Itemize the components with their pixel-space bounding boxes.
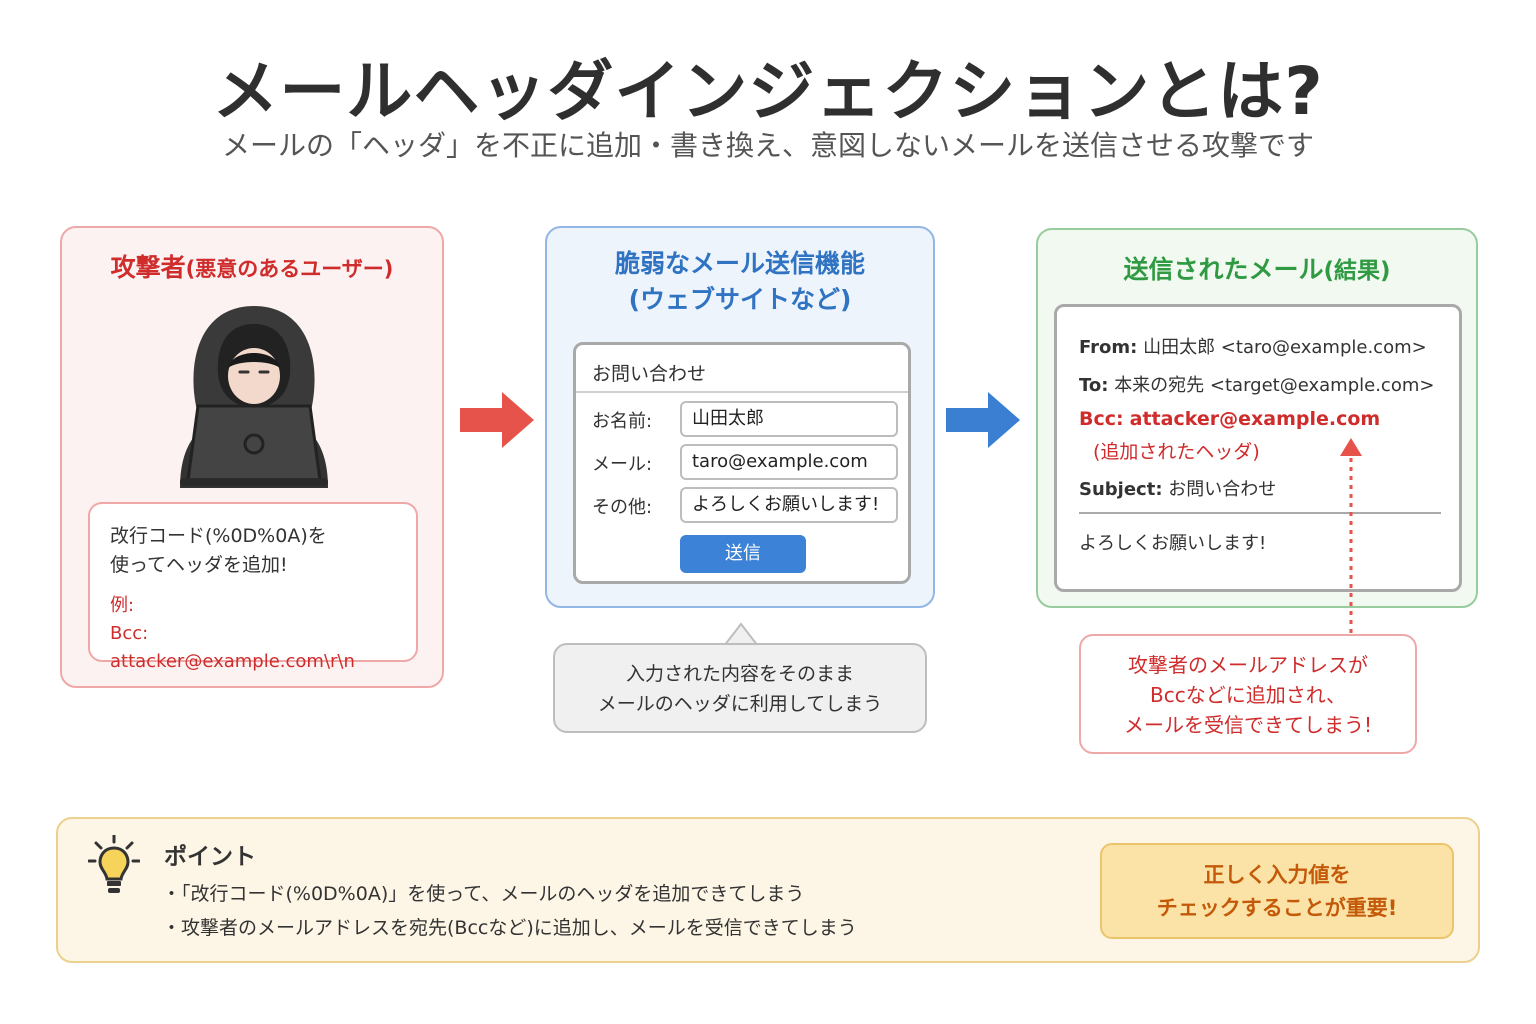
submit-button[interactable]: 送信 [680,535,806,573]
page-title: メールヘッダインジェクションとは? [212,53,1324,130]
point-item-1: ・「改行コード(%0D%0A)」を使って、メールのヘッダを追加できてしまう [162,883,805,905]
bcc-note: (追加されたヘッダ) [1093,441,1260,463]
point-item-2: ・攻撃者のメールアドレスを宛先(Bccなど)に追加し、メールを受信できてしまう [162,917,857,939]
subject-label: Subject: [1079,479,1163,500]
email-from: From: 山田太郎 <taro@example.com> [1079,333,1427,359]
email-to: To: 本来の宛先 <target@example.com> [1079,371,1434,397]
bcc-label: Bcc: [1079,408,1124,430]
point-panel: ポイント ・「改行コード(%0D%0A)」を使って、メールのヘッダを追加できてし… [56,817,1480,963]
subject-value: お問い合わせ [1168,479,1277,500]
arrow-right-icon [460,392,534,448]
result-title: 送信されたメール(結果) [1038,250,1476,286]
attacker-example: 例: Bcc: attacker@example.com\r\n [110,592,396,676]
point-title: ポイント [164,844,256,870]
mail-input[interactable]: taro@example.com [680,444,898,480]
result-title-main: 送信されたメール [1123,255,1324,284]
result-note-line1: 攻撃者のメールアドレスが [1128,653,1368,677]
point-callout: 正しく入力値を チェックすることが重要! [1100,843,1454,939]
to-value: 本来の宛先 <target@example.com> [1114,375,1435,396]
result-note: 攻撃者のメールアドレスが Bccなどに追加され、 メールを受信できてしまう! [1079,634,1417,754]
hacker-icon [180,306,328,488]
callout-line1: 正しく入力値を [1203,863,1351,887]
attacker-title: 攻撃者(悪意のあるユーザー) [62,248,442,284]
name-input[interactable]: 山田太郎 [680,401,898,437]
result-note-line2: Bccなどに追加され、 [1150,683,1346,707]
page-subtitle: メールの「ヘッダ」を不正に追加・書き換え、意図しないメールを送信させる攻撃です [221,129,1314,162]
attacker-note-line2: 使ってヘッダを追加! [110,554,288,576]
from-label: From: [1079,337,1138,358]
lightbulb-icon [88,835,140,893]
attacker-example-value: Bcc: attacker@example.com\r\n [110,623,355,672]
email-subject: Subject: お問い合わせ [1079,475,1276,501]
result-note-line3: メールを受信できてしまう! [1123,713,1373,737]
result-title-sub: (結果) [1323,258,1391,284]
vulnerable-title-line2: (ウェブサイトなど) [628,285,852,314]
result-panel: 送信されたメール(結果) From: 山田太郎 <taro@example.co… [1036,228,1478,608]
form-divider [576,391,908,393]
from-value: 山田太郎 <taro@example.com> [1143,337,1427,358]
bubble-line1: 入力された内容をそのまま [625,663,854,685]
mail-label: メール: [592,454,653,475]
other-label: その他: [592,497,653,518]
attacker-example-label: 例: [110,595,135,616]
vulnerable-title-line1: 脆弱なメール送信機能 [614,249,865,278]
attacker-title-sub: (悪意のあるユーザー) [185,257,394,281]
dotted-arrow-up-icon [1340,438,1362,634]
other-input[interactable]: よろしくお願いします! [680,487,898,523]
email-body: よろしくお願いします! [1079,533,1267,554]
attacker-panel: 攻撃者(悪意のあるユーザー) 改行コード(%0D%0A)を 使ってヘッダを追加!… [60,226,444,688]
vulnerable-title: 脆弱なメール送信機能 (ウェブサイトなど) [547,246,933,318]
attacker-note: 改行コード(%0D%0A)を 使ってヘッダを追加! 例: Bcc: attack… [88,502,418,672]
vulnerable-panel: 脆弱なメール送信機能 (ウェブサイトなど) お問い合わせ お名前: 山田太郎 メ… [545,226,935,608]
bubble-line2: メールのヘッダに利用してしまう [597,693,883,715]
vulnerable-bubble: 入力された内容をそのまま メールのヘッダに利用してしまう [553,643,927,733]
to-label: To: [1079,375,1109,396]
contact-form: お問い合わせ お名前: 山田太郎 メール: taro@example.com そ… [573,342,911,584]
name-label: お名前: [592,411,653,432]
bcc-value: attacker@example.com [1129,408,1381,430]
form-title: お問い合わせ [592,363,707,385]
callout-line2: チェックすることが重要! [1156,896,1398,920]
attacker-title-main: 攻撃者 [110,253,186,282]
attacker-note-line1: 改行コード(%0D%0A)を [110,525,327,547]
arrow-right-icon [946,392,1020,448]
email-bcc: Bcc: attacker@example.com [1079,408,1380,430]
email-card: From: 山田太郎 <taro@example.com> To: 本来の宛先 … [1054,304,1462,592]
email-divider [1079,512,1441,514]
